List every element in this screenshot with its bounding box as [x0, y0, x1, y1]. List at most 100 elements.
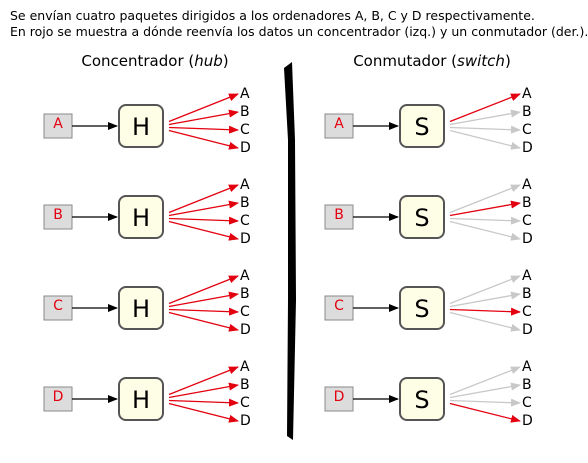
output-arrow-c	[449, 307, 521, 316]
packet-label: B	[334, 207, 344, 223]
output-arrow-b	[168, 200, 239, 217]
output-arrow-a	[449, 93, 521, 123]
hub-device	[118, 286, 164, 330]
intro-line-1: Se envían cuatro paquetes dirigidos a lo…	[10, 8, 535, 23]
output-arrow-a	[449, 275, 521, 305]
destination-label-a: A	[522, 177, 532, 193]
packet-box	[324, 386, 354, 412]
packet-box	[43, 204, 73, 230]
destination-label-a: A	[240, 177, 250, 193]
destination-label-d: D	[240, 140, 251, 156]
destination-label-c: C	[240, 304, 250, 320]
switch-device-label: S	[414, 295, 429, 323]
destination-label-b: B	[522, 286, 532, 302]
output-arrow-c	[449, 398, 521, 407]
destination-label-c: C	[522, 213, 532, 229]
output-arrow-d	[168, 311, 239, 332]
output-arrow-d	[168, 129, 239, 150]
output-arrow-b	[449, 291, 521, 308]
output-arrow-a	[449, 184, 521, 214]
output-arrow-b	[449, 109, 521, 126]
packet-box	[324, 204, 354, 230]
destination-label-d: D	[240, 322, 251, 338]
output-arrow-d	[449, 402, 521, 423]
destination-label-b: B	[522, 195, 532, 211]
switch-device-label: S	[414, 113, 429, 141]
destination-label-a: A	[240, 359, 250, 375]
hub-title: Concentrador (hub)	[81, 52, 228, 70]
packet-box	[324, 295, 354, 321]
output-arrow-d	[168, 402, 239, 423]
output-arrow-b	[168, 109, 239, 126]
destination-label-d: D	[240, 413, 251, 429]
output-arrow-c	[168, 216, 239, 225]
switch-device	[399, 377, 445, 421]
destination-label-b: B	[240, 104, 250, 120]
destination-label-c: C	[522, 304, 532, 320]
output-arrow-a	[449, 366, 521, 396]
destination-label-a: A	[522, 359, 532, 375]
switch-device	[399, 286, 445, 330]
destination-label-c: C	[240, 395, 250, 411]
packet-box	[43, 295, 73, 321]
output-arrow-b	[449, 382, 521, 399]
hub-device	[118, 104, 164, 148]
output-arrow-c	[168, 398, 239, 407]
destination-label-d: D	[522, 322, 533, 338]
destination-label-a: A	[240, 86, 250, 102]
destination-label-b: B	[240, 195, 250, 211]
destination-label-c: C	[240, 122, 250, 138]
intro-line-2: En rojo se muestra a dónde reenvía los d…	[10, 24, 588, 39]
output-arrow-b	[168, 382, 239, 399]
destination-label-d: D	[522, 140, 533, 156]
packet-box	[43, 386, 73, 412]
destination-label-a: A	[522, 268, 532, 284]
packet-label: D	[53, 389, 64, 405]
output-arrow-a	[168, 275, 239, 305]
output-arrow-b	[449, 200, 521, 217]
destination-label-a: A	[522, 86, 532, 102]
packet-box	[43, 113, 73, 139]
packet-label: B	[53, 207, 63, 223]
destination-label-d: D	[240, 231, 251, 247]
output-arrow-d	[449, 129, 521, 150]
destination-label-d: D	[522, 413, 533, 429]
output-arrow-d	[168, 220, 239, 241]
output-arrow-d	[449, 220, 521, 241]
destination-label-c: C	[240, 213, 250, 229]
hub-device-label: H	[132, 113, 150, 141]
destination-label-b: B	[522, 377, 532, 393]
packet-label: C	[53, 298, 63, 314]
hub-device-label: H	[132, 386, 150, 414]
packet-label: A	[334, 116, 344, 132]
packet-label: A	[53, 116, 63, 132]
switch-device	[399, 104, 445, 148]
hub-device-label: H	[132, 204, 150, 232]
output-arrow-b	[168, 291, 239, 308]
intro-text: Se envían cuatro paquetes dirigidos a lo…	[10, 8, 588, 40]
destination-label-c: C	[522, 395, 532, 411]
output-arrow-a	[168, 93, 239, 123]
destination-label-b: B	[240, 377, 250, 393]
destination-label-c: C	[522, 122, 532, 138]
switch-title: Conmutador (switch)	[353, 52, 511, 70]
output-arrow-c	[168, 125, 239, 134]
switch-device	[399, 195, 445, 239]
output-arrow-d	[449, 311, 521, 332]
hub-device	[118, 195, 164, 239]
destination-label-d: D	[522, 231, 533, 247]
packet-label: C	[334, 298, 344, 314]
destination-label-a: A	[240, 268, 250, 284]
output-arrow-c	[449, 125, 521, 134]
destination-label-b: B	[240, 286, 250, 302]
output-arrow-a	[168, 366, 239, 396]
hub-device	[118, 377, 164, 421]
